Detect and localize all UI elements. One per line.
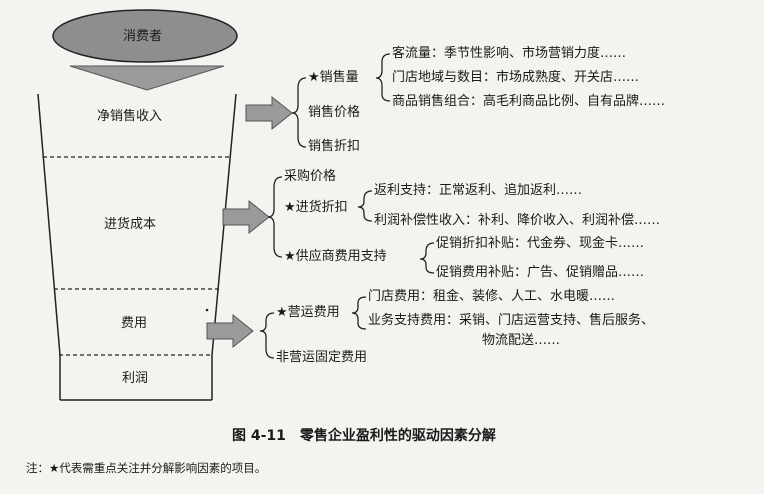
- discount-item: 返利支持：正常返利、追加返利……: [374, 183, 583, 198]
- bracket: [351, 296, 367, 330]
- bracket: [259, 312, 275, 359]
- consumer-ellipse: [52, 9, 238, 63]
- purchase-price-label: 采购价格: [284, 169, 337, 184]
- sales-volume-label: ★销售量: [308, 70, 359, 85]
- bracket: [419, 242, 435, 274]
- funnel-outline-right: [211, 93, 237, 400]
- figure-caption: 图 4-11 零售企业盈利性的驱动因素分解: [232, 428, 496, 444]
- down-triangle-icon: [69, 65, 225, 91]
- operating-item: 业务支持费用：采销、门店运营支持、售后服务、: [368, 313, 655, 328]
- footnote: 注：★代表需重点关注并分解影响因素的项目。: [26, 461, 267, 475]
- sales-volume-item: 客流量：季节性影响、市场营销力度……: [392, 46, 627, 61]
- sales-price-label: 销售价格: [308, 105, 361, 120]
- bracket: [267, 176, 283, 258]
- profit-label: 利润: [122, 371, 149, 386]
- purchase-discount-label: ★进货折扣: [284, 200, 348, 215]
- purchase-cost-label: 进货成本: [104, 217, 157, 232]
- operating-expense-label: ★营运费用: [276, 305, 340, 320]
- sales-discount-label: 销售折扣: [308, 139, 361, 154]
- supplier-support-label: ★供应商费用支持: [284, 249, 387, 264]
- bracket: [357, 190, 373, 222]
- supplier-item: 促销折扣补贴：代金券、现金卡……: [436, 236, 645, 251]
- consumer-label: 消费者: [123, 29, 163, 44]
- arrow-right-icon: [222, 199, 270, 235]
- sales-volume-item: 商品销售组合：高毛利商品比例、自有品牌……: [392, 94, 666, 109]
- sales-volume-item: 门店地域与数目：市场成熟度、开关店……: [392, 70, 640, 85]
- funnel-outline-left: [37, 93, 61, 400]
- bracket: [375, 53, 391, 102]
- arrow-right-icon: [206, 313, 254, 349]
- operating-item: 门店费用：租金、装修、人工、水电暖……: [368, 289, 616, 304]
- expense-label: 费用: [121, 316, 148, 331]
- net-sales-label: 净销售收入: [97, 109, 163, 124]
- dot: [205, 308, 209, 312]
- bracket: [291, 77, 307, 148]
- supplier-item: 促销费用补贴：广告、促销赠品……: [436, 265, 645, 280]
- non-operating-expense-label: 非营运固定费用: [276, 350, 368, 365]
- operating-item: 物流配送……: [482, 333, 561, 348]
- discount-item: 利润补偿性收入：补利、降价收入、利润补偿……: [374, 213, 661, 228]
- arrow-right-icon: [245, 95, 293, 131]
